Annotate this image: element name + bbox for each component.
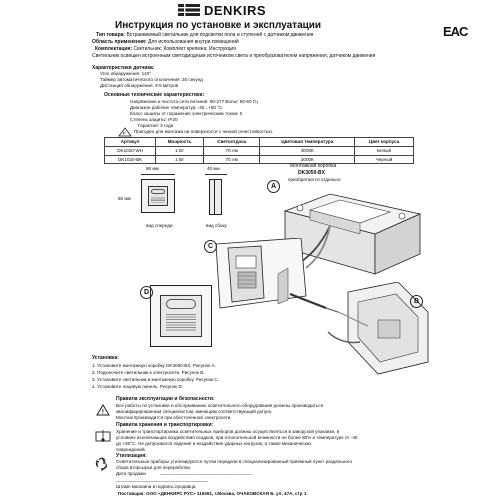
tech-line: Степень защиты: IP20 (130, 117, 178, 122)
tech-heading: Основные технические характеристики: (104, 92, 205, 98)
intro-line: Комплектация: Светильник; Комплект крепе… (95, 46, 236, 52)
svg-text:!: ! (102, 410, 104, 416)
illustration-d (150, 285, 212, 347)
fire-safety-icon: F (118, 127, 132, 137)
sale-date-label: Дата продажи (116, 471, 146, 476)
sensor-line: Дистанция обнаружения: 3-5 метров (100, 83, 179, 88)
tech-line: Класс защиты от поражения электрическим … (130, 111, 243, 116)
recycle-icon (95, 457, 108, 472)
sale-date-line: ____________________________________ (160, 470, 252, 475)
disposal-heading: Утилизация: (116, 453, 147, 459)
temperature-storage-icon (95, 430, 111, 442)
table-header-cell: Цветовая температура (259, 137, 356, 147)
table-cell: 70 лм (202, 154, 261, 165)
table-cell: Черный (354, 154, 414, 165)
supplier-footer: Поставщик: ООО «ДЕНКИРС РУС» 119361, г.М… (118, 491, 307, 496)
table-header-cell: Цвет корпуса (354, 137, 414, 147)
table-cell: 3000К (259, 145, 356, 156)
tech-line: Диапазон рабочих температур: -40...+50 °… (130, 105, 223, 110)
figure-label-b: B (410, 295, 423, 308)
intro-line: Светильник освещен встроенным светодиодн… (92, 53, 376, 59)
table-cell: 1 Вт (155, 145, 204, 156)
table-row: DK1020-BK 1 Вт 70 лм 3000К Черный (103, 154, 414, 165)
brand-name: DENKIRS (204, 3, 267, 18)
safety-line: квалифицированным специалистом, имеющим … (116, 409, 273, 414)
safety-heading: Правила эксплуатации и безопасности: (116, 396, 215, 402)
figure-label-d: D (140, 286, 153, 299)
dimension-line (205, 174, 227, 175)
box-note: приобретается отдельно (288, 177, 341, 182)
storage-line: условиях исключающих воздействия осадков… (116, 435, 358, 440)
install-step: 2. Подключите светильник к электросети. … (92, 370, 205, 375)
install-step: 4. Установите лицевую панель. Рисунок D. (92, 384, 184, 389)
table-cell: DK1020-WH (103, 145, 157, 156)
front-caption: вид спереди (146, 223, 173, 228)
dimension-line (141, 174, 175, 175)
table-cell: 70 лм (202, 145, 261, 156)
eac-mark: EAC (443, 24, 468, 40)
box-title: Монтажная коробка (290, 163, 337, 169)
storage-line: повреждений. (116, 447, 146, 452)
install-step: 3. Установите светильник в монтажную кор… (92, 377, 220, 382)
front-view-drawing (141, 179, 175, 213)
storage-line: до +50°С. Не допускаются падения и возде… (116, 441, 312, 446)
page-title: Инструкция по установке и эксплуатации (115, 20, 322, 31)
table-cell: Белый (354, 145, 414, 156)
sensor-line: Таймер автоматического отключения: 30 се… (100, 77, 203, 82)
table-header-cell: Артикул (103, 137, 157, 147)
denkirs-logo-icon (178, 4, 200, 16)
tech-line: Пригоден для монтажа на поверхности с ни… (134, 129, 274, 134)
sale-sign-label: Штамп магазина и подпись продавца (116, 484, 196, 489)
intro-line: Область применения: Для использования вн… (92, 39, 239, 45)
front-width-dimension: 86 мм (146, 166, 159, 171)
tech-line: Гарантия: 3 года (138, 123, 174, 128)
table-header-cell: Светоотдача (202, 137, 261, 147)
storage-line: Хранение и транспортировка осветительных… (116, 429, 340, 434)
side-view-drawing (209, 179, 222, 215)
sale-sign-line: ____________________________________ (116, 477, 208, 482)
illustration-b (289, 282, 429, 375)
storage-heading: Правила хранения и транспортировки: (116, 422, 214, 428)
illustration-c (215, 238, 307, 309)
front-height-dimension: 86 мм (118, 196, 131, 201)
brand-logo: DENKIRS (178, 2, 298, 18)
table-cell: DK1020-BK (103, 154, 157, 165)
figure-label-a: A (267, 180, 280, 193)
install-heading: Установка: (92, 355, 119, 361)
intro-line: Тип товара: Встраиваемый светильник для … (96, 32, 314, 38)
box-model: DK3050-BX (298, 170, 325, 176)
spec-table: Артикул Мощность Светоотдача Цветовая те… (103, 137, 414, 165)
side-depth-dimension: 40 мм (207, 166, 220, 171)
install-step: 1. Установите монтажную коробку DK3050-B… (92, 363, 216, 368)
safety-line: Все работы по установке и обслуживанию о… (116, 403, 324, 408)
tech-line: Напряжение и частота сети питания: 90-27… (130, 99, 258, 104)
figure-label-c: C (204, 240, 217, 253)
warning-icon: ! (96, 404, 110, 416)
sensor-heading: Характеристики датчика: (92, 65, 155, 71)
eac-logo-text: EAC (443, 24, 468, 39)
table-row: DK1020-WH 1 Вт 70 лм 3000К Белый (103, 145, 414, 156)
side-caption: вид сбоку (206, 223, 227, 228)
table-header-row: Артикул Мощность Светоотдача Цветовая те… (103, 137, 414, 147)
disposal-line: сбора вторсырья для переработки. (116, 465, 192, 470)
sensor-line: Угол обнаружения: 140° (100, 71, 152, 76)
safety-line: Монтаж производится при обесточенной эле… (116, 415, 232, 420)
disposal-line: Осветительные приборы утилизируются путе… (116, 459, 353, 464)
svg-text:F: F (123, 131, 126, 136)
table-cell: 1 Вт (155, 154, 204, 165)
illustration-a (283, 193, 422, 275)
table-header-cell: Мощность (155, 137, 204, 147)
